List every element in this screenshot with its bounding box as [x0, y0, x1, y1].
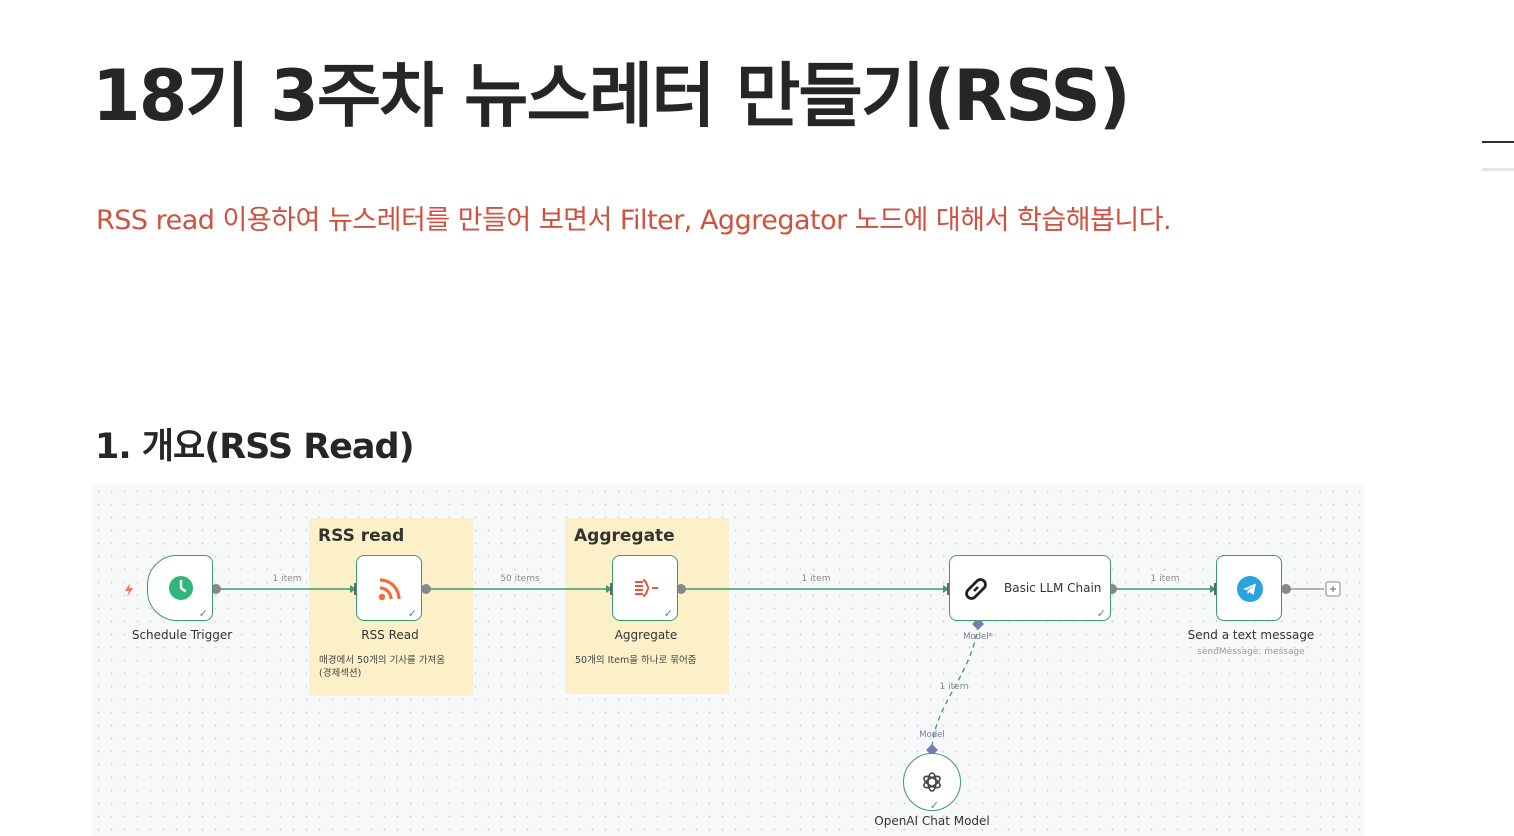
node-label: OpenAI Chat Model — [874, 814, 990, 828]
telegram-icon — [1236, 575, 1264, 603]
success-check-icon: ✓ — [1096, 607, 1106, 620]
node-label: Schedule Trigger — [131, 628, 233, 642]
node-label: Basic LLM Chain — [1004, 581, 1102, 595]
connection-label: 1 item — [939, 682, 969, 692]
toc-indicator-active[interactable] — [1482, 141, 1514, 143]
aggregate-node[interactable]: ✓ — [612, 555, 678, 621]
success-check-icon: ✓ — [663, 607, 673, 620]
node-sublabel: sendMessage: message — [1197, 647, 1305, 657]
success-check-icon: ✓ — [929, 799, 939, 812]
page-title: 18기 3주차 뉴스레터 만들기(RSS) — [92, 55, 1131, 137]
port-label-model-output: Model — [919, 730, 945, 740]
success-check-icon: ✓ — [407, 607, 417, 620]
connection-label: 1 item — [801, 574, 831, 584]
aggregate-icon — [631, 574, 661, 604]
link-chain-icon — [960, 574, 992, 604]
rss-read-node[interactable]: ✓ — [356, 555, 422, 621]
send-message-node[interactable] — [1216, 555, 1282, 621]
page-subtitle: RSS read 이용하여 뉴스레터를 만들어 보면서 Filter, Aggr… — [96, 205, 1172, 236]
node-label: Aggregate — [614, 628, 678, 642]
connection-line-model — [931, 624, 979, 750]
clock-icon — [168, 575, 194, 601]
connection-label: 1 item — [272, 574, 302, 584]
basic-llm-chain-node[interactable]: Basic LLM Chain ✓ — [949, 555, 1111, 621]
node-label: RSS Read — [361, 628, 419, 642]
openai-icon — [918, 768, 946, 796]
success-check-icon: ✓ — [198, 607, 208, 620]
section-heading: 1. 개요(RSS Read) — [95, 427, 415, 467]
schedule-trigger-node[interactable]: ✓ — [147, 555, 213, 621]
workflow-connections — [125, 581, 1341, 756]
sticky-note-text: 50개의 Item을 하나로 묶어줌 — [575, 655, 697, 666]
sticky-note-title: Aggregate — [574, 526, 675, 546]
rss-icon — [375, 574, 405, 604]
connection-label: 1 item — [1150, 574, 1180, 584]
node-label: Send a text message — [1187, 628, 1315, 642]
workflow-canvas-image: RSS read Aggregate — [92, 485, 1364, 836]
toc-indicator[interactable] — [1482, 168, 1514, 171]
port-label-model-input: Model* — [963, 632, 993, 642]
sticky-note-text: 매경에서 50개의 기사를 가져옴 — [319, 655, 446, 666]
sticky-note-title: RSS read — [318, 526, 405, 546]
connection-label: 50 items — [500, 574, 540, 584]
openai-chat-model-node[interactable]: ✓ — [903, 753, 961, 812]
sticky-note-text: (경제섹션) — [319, 668, 362, 679]
